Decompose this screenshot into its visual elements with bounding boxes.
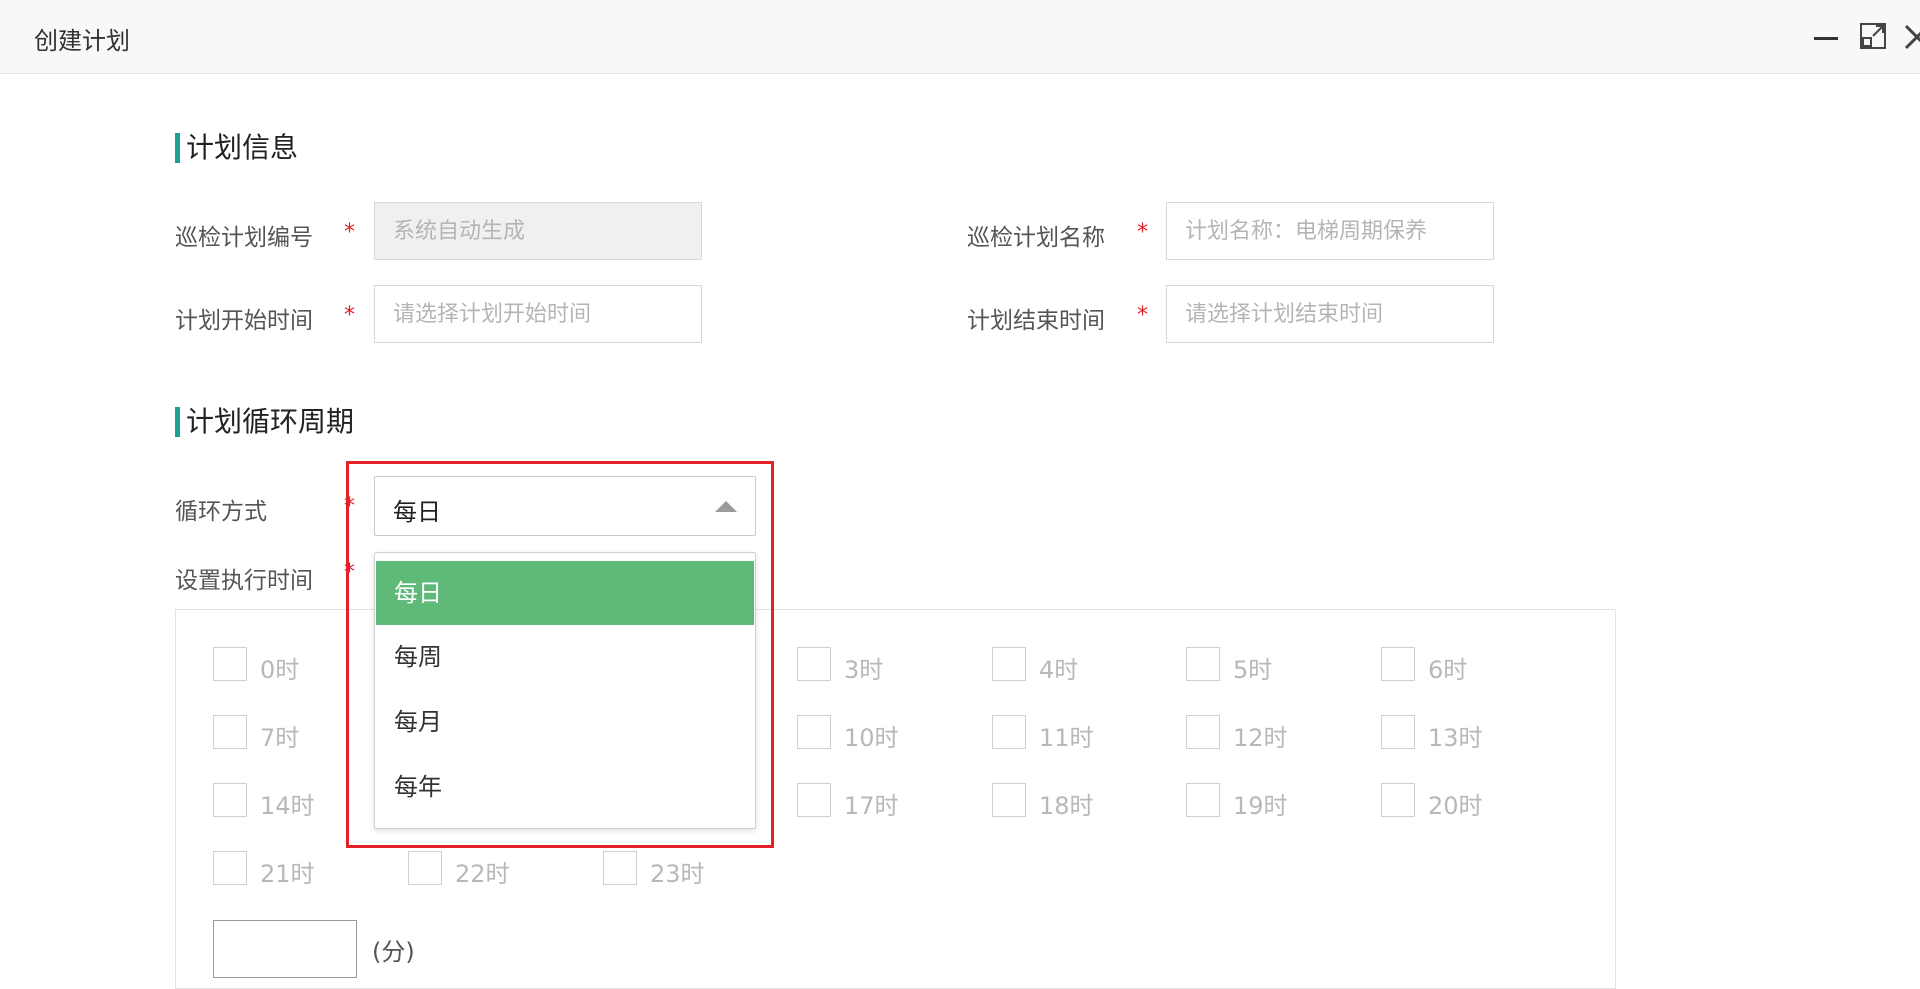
minimize-button[interactable] [1808, 20, 1842, 54]
window-title: 创建计划 [34, 27, 130, 55]
option-monthly[interactable]: 每月 [394, 708, 442, 736]
cycle-mode-select[interactable]: 每日 [374, 476, 756, 536]
section-title-plan-cycle: 计划循环周期 [175, 407, 354, 437]
cycle-mode-label: 循环方式 [175, 499, 267, 525]
close-button[interactable] [1900, 20, 1920, 54]
option-yearly[interactable]: 每年 [394, 773, 442, 801]
maximize-icon [1860, 23, 1886, 49]
section-title-plan-info: 计划信息 [175, 133, 298, 163]
plan-name-label: 巡检计划名称 [967, 225, 1105, 251]
plan-code-label: 巡检计划编号 [175, 225, 313, 251]
exec-time-required-mark: * [344, 560, 355, 585]
plan-end-input[interactable] [1166, 285, 1494, 343]
minute-unit-label: (分) [372, 938, 415, 966]
cycle-mode-dropdown: 每日 每周 每月 每年 [374, 552, 756, 829]
close-icon [1904, 24, 1920, 50]
plan-start-input[interactable] [374, 285, 702, 343]
plan-code-input [374, 202, 702, 260]
option-weekly[interactable]: 每周 [394, 643, 442, 671]
plan-start-required-mark: * [344, 303, 355, 328]
option-daily[interactable]: 每日 [376, 561, 754, 625]
minute-input[interactable] [213, 920, 357, 978]
cycle-mode-selected-value: 每日 [393, 498, 441, 526]
caret-up-icon [715, 501, 737, 512]
exec-time-label: 设置执行时间 [175, 568, 313, 594]
plan-start-label: 计划开始时间 [175, 308, 313, 334]
maximize-button[interactable] [1857, 20, 1891, 54]
plan-code-required-mark: * [344, 220, 355, 245]
cycle-mode-required-mark: * [344, 494, 355, 519]
plan-name-input[interactable] [1166, 202, 1494, 260]
execution-hours-panel: 0时 3时 4时 5时 6时 7时 10时 11时 12时 13时 14时 17… [175, 609, 1616, 989]
plan-name-required-mark: * [1137, 220, 1148, 245]
window-titlebar: 创建计划 [0, 0, 1920, 74]
plan-end-required-mark: * [1137, 303, 1148, 328]
plan-end-label: 计划结束时间 [967, 308, 1105, 334]
